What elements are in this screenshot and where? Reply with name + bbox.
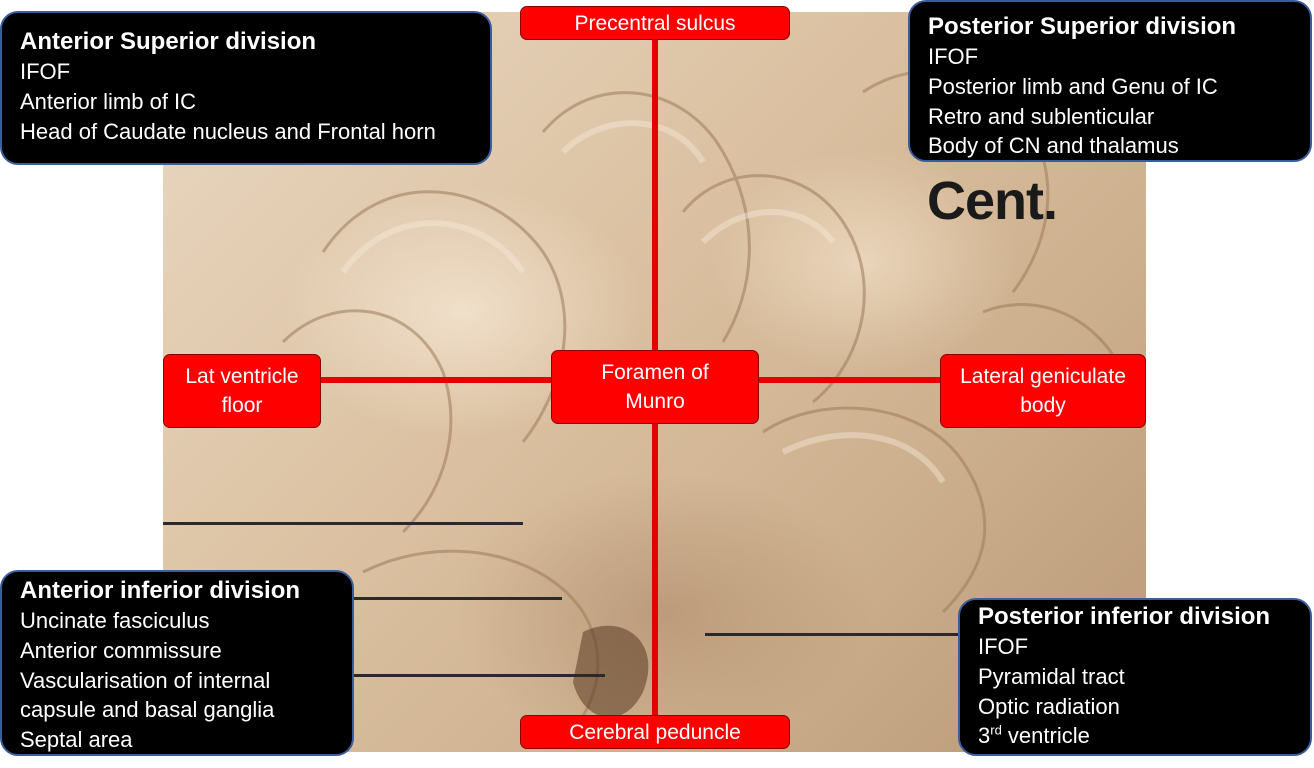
foramen-of-munro-label: Foramen of Munro: [551, 350, 759, 424]
anterior-inferior-item: Vascularisation of internal: [20, 667, 271, 693]
posterior-superior-item: IFOF: [928, 44, 979, 69]
ventricle-ordinal-suffix: rd: [990, 723, 1002, 739]
anterior-inferior-item: Septal area: [20, 727, 133, 753]
posterior-superior-division-box: Posterior Superior division IFOF Posteri…: [908, 0, 1312, 162]
cent-label: Cent.: [927, 171, 1058, 231]
posterior-inferior-item: Optic radiation: [978, 693, 1120, 719]
posterior-inferior-item: IFOF: [978, 634, 1029, 659]
horizontal-axis-line-left: [320, 377, 552, 383]
posterior-inferior-item-ventricle: 3rd ventricle: [978, 721, 1292, 751]
anterior-superior-title: Anterior Superior division: [20, 28, 317, 55]
precentral-sulcus-label: Precentral sulcus: [520, 6, 790, 40]
anterior-inferior-division-box: Anterior inferior division Uncinate fasc…: [0, 570, 354, 756]
pointer-line-1: [163, 522, 523, 525]
pointer-line-2: [350, 597, 562, 600]
anterior-inferior-item: Uncinate fasciculus: [20, 608, 210, 633]
lateral-geniculate-body-label: Lateral geniculate body: [940, 354, 1146, 428]
posterior-superior-item: Body of CN and thalamus: [928, 133, 1179, 159]
pointer-line-4: [705, 633, 960, 636]
anterior-inferior-item: capsule and basal ganglia: [20, 697, 275, 723]
brain-gyri-drawing: [281, 69, 1125, 744]
anterior-superior-division-box: Anterior Superior division IFOF Anterior…: [0, 11, 492, 165]
posterior-superior-item: Retro and sublenticular: [928, 103, 1155, 129]
anterior-superior-item: IFOF: [20, 59, 71, 84]
pointer-line-3: [350, 674, 605, 677]
cerebral-peduncle-label: Cerebral peduncle: [520, 715, 790, 749]
ventricle-number: 3: [978, 723, 991, 749]
anterior-inferior-item: Anterior commissure: [20, 637, 222, 663]
horizontal-axis-line-right: [758, 377, 942, 383]
anterior-superior-item: Anterior limb of IC: [20, 88, 197, 114]
posterior-superior-title: Posterior Superior division: [928, 13, 1237, 40]
posterior-inferior-division-box: Posterior inferior division IFOF Pyramid…: [958, 598, 1312, 756]
anterior-inferior-title: Anterior inferior division: [20, 577, 301, 604]
posterior-inferior-title: Posterior inferior division: [978, 603, 1271, 630]
posterior-superior-item: Posterior limb and Genu of IC: [928, 73, 1218, 99]
lat-ventricle-floor-label: Lat ventricle floor: [163, 354, 321, 428]
anterior-superior-item: Head of Caudate nucleus and Frontal horn: [20, 118, 436, 144]
ventricle-text: ventricle: [1001, 723, 1090, 749]
posterior-inferior-item: Pyramidal tract: [978, 663, 1125, 689]
